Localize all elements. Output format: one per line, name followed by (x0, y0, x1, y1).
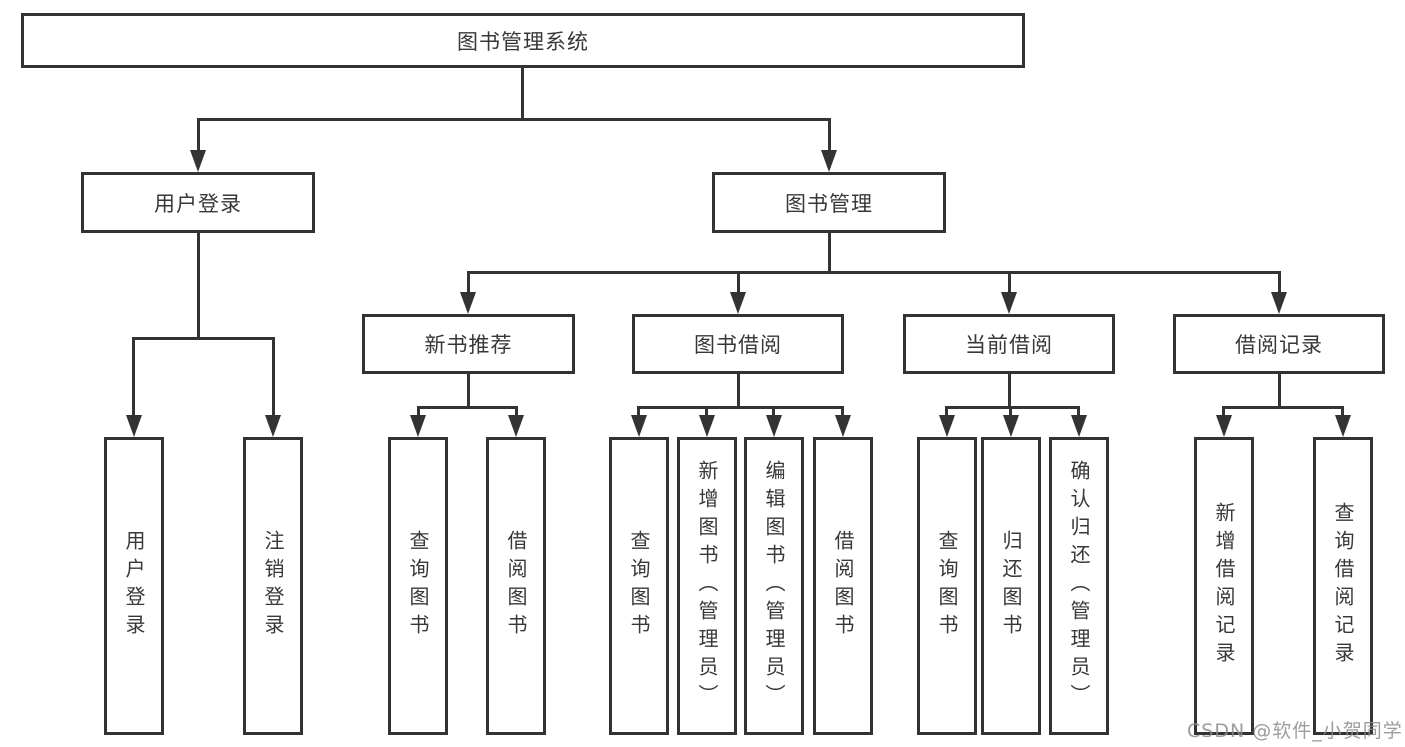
arrowhead-down-icon (821, 150, 837, 172)
connector-line (737, 271, 740, 294)
connector-line (521, 68, 524, 118)
leaf-return-books: 归还图书 (981, 437, 1041, 735)
connector-line (828, 233, 831, 271)
leaf-borrow-books-recommend: 借阅图书 (486, 437, 546, 735)
leaf-logout: 注销登录 (243, 437, 303, 735)
arrowhead-down-icon (190, 150, 206, 172)
leaf-query-books-current: 查询图书 (917, 437, 977, 735)
arrowhead-down-icon (1216, 415, 1232, 437)
connector-line (1008, 271, 1011, 294)
connector-line (132, 337, 135, 416)
arrowhead-down-icon (410, 415, 426, 437)
arrowhead-down-icon (1071, 415, 1087, 437)
connector-line (945, 406, 1080, 409)
node-root-system: 图书管理系统 (21, 13, 1025, 68)
node-book-management-module: 图书管理 (712, 172, 946, 233)
connector-line (828, 118, 831, 152)
arrowhead-down-icon (1335, 415, 1351, 437)
connector-line (637, 406, 844, 409)
connector-line (637, 406, 640, 418)
connector-line (132, 337, 275, 340)
arrowhead-down-icon (730, 292, 746, 314)
connector-line (467, 374, 470, 407)
connector-line (1278, 374, 1281, 407)
connector-line (417, 406, 518, 409)
connector-line (945, 406, 948, 418)
leaf-user-login: 用户登录 (104, 437, 164, 735)
leaf-borrow-books: 借阅图书 (813, 437, 873, 735)
connector-line (1009, 406, 1012, 418)
connector-line (515, 406, 518, 418)
connector-line (197, 233, 200, 337)
connector-line (1222, 406, 1225, 418)
arrowhead-down-icon (1001, 292, 1017, 314)
connector-line (705, 406, 708, 418)
arrowhead-down-icon (835, 415, 851, 437)
connector-line (272, 337, 275, 416)
node-user-login-module: 用户登录 (81, 172, 315, 233)
csdn-watermark: CSDN @软件_小贺同学 (1187, 720, 1403, 742)
arrowhead-down-icon (766, 415, 782, 437)
leaf-add-borrow-record: 新增借阅记录 (1194, 437, 1254, 735)
connector-line (197, 118, 200, 152)
arrowhead-down-icon (631, 415, 647, 437)
arrowhead-down-icon (1271, 292, 1287, 314)
connector-line (1341, 406, 1344, 418)
arrowhead-down-icon (508, 415, 524, 437)
node-current-borrow: 当前借阅 (903, 314, 1115, 374)
connector-line (1008, 374, 1011, 407)
arrowhead-down-icon (939, 415, 955, 437)
connector-line (467, 271, 470, 294)
leaf-query-borrow-record: 查询借阅记录 (1313, 437, 1373, 735)
arrowhead-down-icon (265, 415, 281, 437)
arrowhead-down-icon (699, 415, 715, 437)
connector-line (1278, 271, 1281, 294)
connector-line (841, 406, 844, 418)
arrowhead-down-icon (460, 292, 476, 314)
connector-line (737, 374, 740, 407)
node-book-borrow: 图书借阅 (632, 314, 844, 374)
leaf-query-books-recommend: 查询图书 (388, 437, 448, 735)
connector-line (467, 271, 1281, 274)
node-borrow-records: 借阅记录 (1173, 314, 1385, 374)
arrowhead-down-icon (1003, 415, 1019, 437)
connector-line (1222, 406, 1344, 409)
node-new-book-recommend: 新书推荐 (362, 314, 575, 374)
leaf-add-books-admin: 新增图书（管理员） (677, 437, 737, 735)
leaf-edit-books-admin: 编辑图书（管理员） (744, 437, 804, 735)
connector-line (1077, 406, 1080, 418)
connector-line (772, 406, 775, 418)
leaf-confirm-return-admin: 确认归还（管理员） (1049, 437, 1109, 735)
arrowhead-down-icon (126, 415, 142, 437)
connector-line (417, 406, 420, 418)
leaf-query-books-borrow: 查询图书 (609, 437, 669, 735)
connector-line (197, 118, 831, 121)
